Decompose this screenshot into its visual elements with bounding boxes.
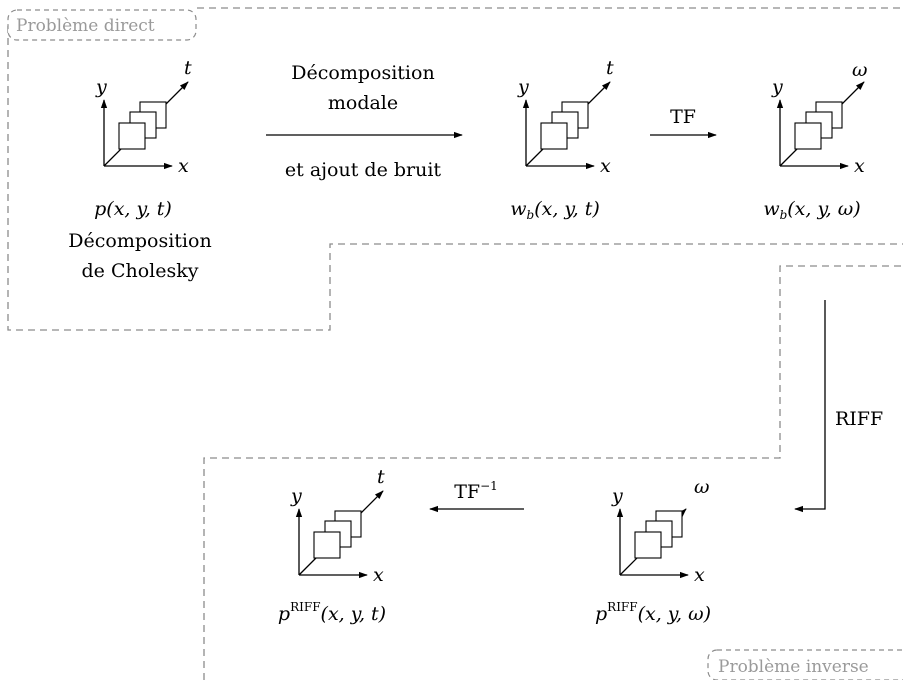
axis-label-x: x — [600, 155, 611, 177]
frame-square-front — [634, 531, 662, 559]
axis-label-y: y — [517, 76, 529, 98]
frame-square-front — [540, 122, 568, 150]
node-w-xyo: y x ω — [771, 59, 868, 177]
axis-label-t: t — [184, 57, 192, 79]
frame-square-front — [794, 122, 822, 150]
label-wb-xyo: wb(x, y, ω) — [763, 198, 860, 222]
node-priff-xyt: y x t — [290, 466, 385, 586]
modal-label-line3: et ajout de bruit — [285, 159, 441, 181]
axis-label-x: x — [178, 155, 189, 177]
label-priff-xyt: pRIFF(x, y, t) — [278, 600, 386, 625]
node-p-xyt: y x t — [95, 57, 192, 177]
inverse-problem-region — [203, 265, 903, 680]
node-w-xyt: y x t — [517, 57, 614, 177]
inverse-problem-tag: Problème inverse — [707, 649, 903, 680]
frame-square-front — [313, 531, 341, 559]
axis-label-x: x — [854, 155, 865, 177]
axis-label-x: x — [694, 564, 705, 586]
label-priff-xyo: pRIFF(x, y, ω) — [595, 600, 711, 625]
axis-label-omega: ω — [694, 476, 710, 498]
riff-label: RIFF — [835, 408, 883, 430]
direct-problem-tag: Problème direct — [7, 9, 197, 41]
tf-inverse-label: TF−1 — [454, 479, 498, 503]
cholesky-line1: Décomposition — [68, 230, 211, 252]
modal-label-line1: Décomposition — [291, 62, 434, 84]
axis-label-y: y — [771, 76, 783, 98]
direct-problem-title: Problème direct — [16, 16, 155, 36]
riff-arrow — [794, 300, 826, 513]
axis-label-y: y — [95, 76, 107, 98]
axis-label-x: x — [373, 564, 384, 586]
modal-label-line2: modale — [328, 92, 398, 114]
direct-problem-region — [7, 7, 903, 331]
tf-label: TF — [670, 106, 696, 128]
frame-square-front — [118, 122, 146, 150]
node-priff-xyo: y x ω — [611, 476, 710, 586]
axis-label-t: t — [606, 57, 614, 79]
label-wb-xyt: wb(x, y, t) — [510, 198, 600, 222]
axis-label-y: y — [611, 485, 623, 507]
label-p-xyt: p(x, y, t) — [94, 198, 172, 220]
cholesky-line2: de Cholesky — [82, 260, 199, 282]
inverse-problem-title: Problème inverse — [718, 657, 869, 677]
axis-label-omega: ω — [852, 59, 868, 81]
axis-label-t: t — [377, 466, 385, 488]
axis-label-y: y — [290, 485, 302, 507]
